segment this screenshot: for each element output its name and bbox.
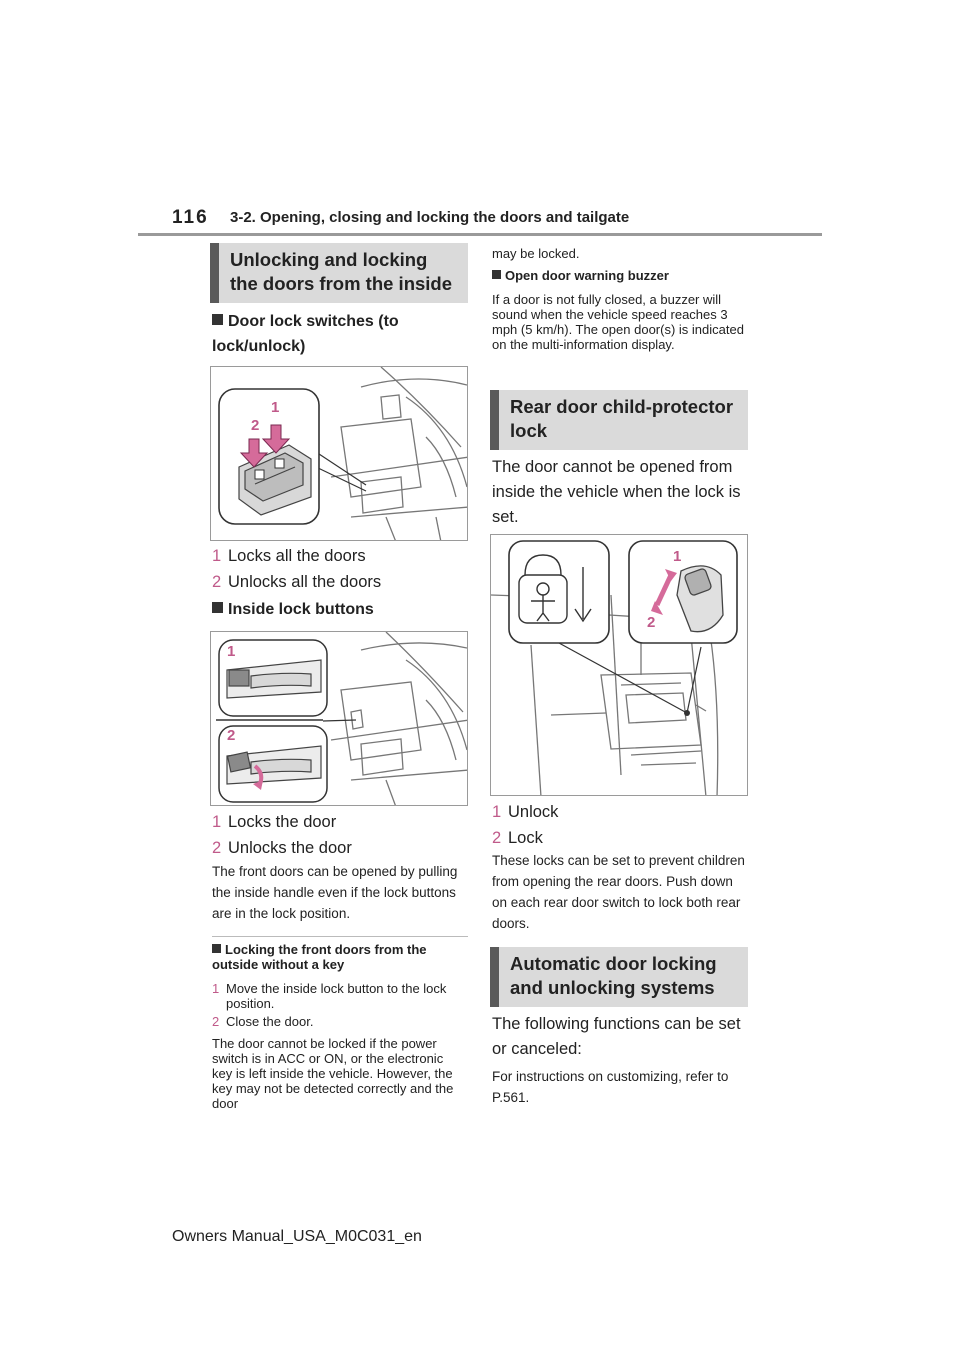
callout-2: 2 <box>227 727 235 744</box>
note-text: For instructions on customizing, refer t… <box>492 1069 729 1105</box>
section-unlocking-locking: Unlocking and locking the doors from the… <box>210 243 468 303</box>
subhead-open-door-buzzer: Open door warning buzzer <box>492 268 669 283</box>
list-item: 1 Move the inside lock button to the loc… <box>212 981 447 1011</box>
note-text: These locks can be set to prevent childr… <box>492 853 745 931</box>
section-automatic-door-locking: Automatic door locking and unlocking sys… <box>490 947 748 1007</box>
divider <box>212 936 468 937</box>
child-protector-lock-illustration: 1 2 <box>491 540 738 795</box>
auto-intro: The following functions can be set or ca… <box>492 1015 741 1058</box>
note-text: The front doors can be opened by pulling… <box>212 864 458 921</box>
section-title: Automatic door locking and unlocking sys… <box>510 953 717 998</box>
square-bullet-icon <box>492 270 501 279</box>
figure-door-lock-switches: 1 2 <box>210 366 468 541</box>
child-lock-intro: The door cannot be opened from inside th… <box>492 458 741 526</box>
list-item: 2 Close the door. <box>212 1014 314 1029</box>
footer-text: Owners Manual_USA_M0C031_en <box>172 1228 422 1245</box>
callout-2: 2 <box>251 417 259 434</box>
callout-1: 1 <box>271 399 279 416</box>
buzzer-text: If a door is not fully closed, a buzzer … <box>492 292 744 352</box>
inside-lock-button-illustration: 1 2 <box>216 632 467 805</box>
door-lock-switch-illustration: 1 2 <box>218 367 467 540</box>
square-bullet-icon <box>212 314 223 325</box>
section-title: Unlocking and locking the doors from the… <box>230 249 453 294</box>
callout-1: 1 <box>227 643 235 660</box>
square-bullet-icon <box>212 944 221 953</box>
note-text: The door cannot be locked if the power s… <box>212 1036 454 1111</box>
subhead-door-lock-switches: Door lock switches (to lock/unlock) <box>212 313 399 355</box>
section-rear-door-child-lock: Rear door child-protector lock <box>490 390 748 450</box>
continued-text: may be locked. <box>492 246 580 261</box>
section-title: Rear door child-protector lock <box>510 396 734 441</box>
subhead-inside-lock-buttons: Inside lock buttons <box>212 597 374 622</box>
figure-inside-lock-buttons: 1 2 <box>210 631 468 806</box>
callout-2: 2 <box>647 614 655 631</box>
callout-1: 1 <box>673 548 681 565</box>
figure-child-protector-lock: 1 2 <box>490 534 748 796</box>
chapter-title: 3-2. Opening, closing and locking the do… <box>230 209 630 226</box>
page-number: 116 <box>172 207 209 228</box>
header-rule <box>138 233 822 236</box>
square-bullet-icon <box>212 602 223 613</box>
subhead-locking-front-doors: Locking the front doors from the outside… <box>212 942 427 972</box>
